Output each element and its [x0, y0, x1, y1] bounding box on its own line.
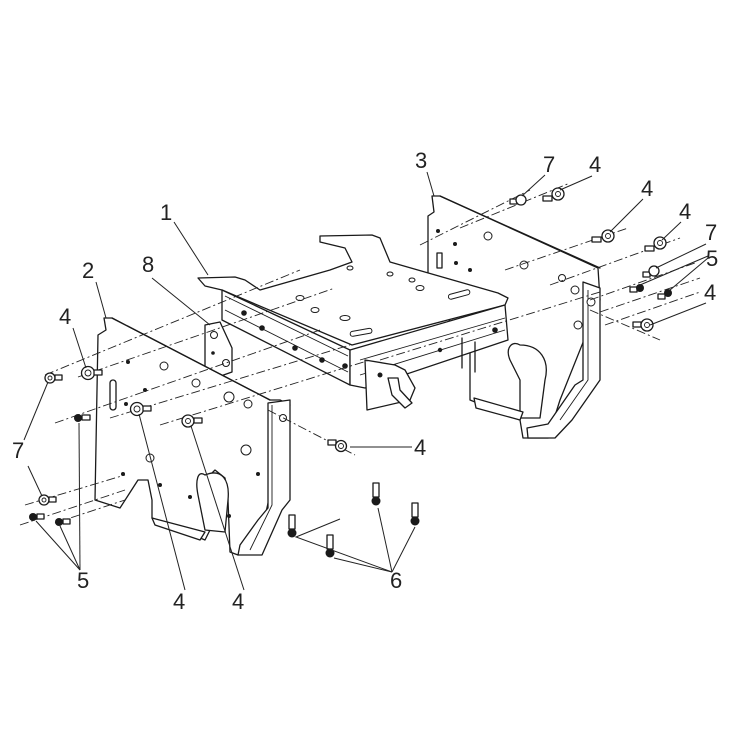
lock-nut-icon [38, 494, 57, 506]
lock-nut-icon [642, 265, 660, 278]
callout-6: 6 [390, 568, 402, 593]
callout-4: 4 [59, 304, 71, 329]
flange-nut-icon [80, 365, 103, 381]
callout-4: 4 [641, 176, 653, 201]
shoulder-bolt-icon [371, 482, 381, 506]
lock-nut-icon [509, 194, 527, 206]
callout-leaders [23, 171, 709, 591]
callout-7: 7 [543, 152, 555, 177]
flange-nut-icon [129, 401, 152, 417]
flange-nut-icon [181, 414, 203, 428]
callout-7: 7 [12, 438, 24, 463]
callout-4: 4 [173, 589, 185, 614]
callout-2: 2 [82, 258, 94, 283]
shoulder-bolt-icon [410, 502, 420, 526]
callout-4: 4 [704, 280, 716, 305]
flange-nut-icon [644, 236, 667, 252]
flange-nut-icon [591, 229, 615, 243]
flange-nut-icon [542, 187, 565, 202]
right-side-bracket [427, 195, 601, 439]
shoulder-bolt-icon [325, 534, 335, 558]
bolt-icon [657, 289, 672, 300]
bolt-icon [629, 284, 644, 293]
left-side-bracket [94, 317, 291, 556]
bolt-icon [55, 518, 71, 526]
callout-labels: 1 2 3 4 4 4 4 4 4 4 4 5 5 6 7 7 7 8 [12, 148, 718, 614]
shoulder-bolt-icon [287, 514, 297, 538]
callout-1: 1 [160, 200, 172, 225]
bolt-icon [74, 414, 91, 422]
lock-nut-icon [44, 372, 63, 384]
callout-7: 7 [705, 220, 717, 245]
callout-4: 4 [679, 199, 691, 224]
callout-4: 4 [589, 152, 601, 177]
callout-5: 5 [706, 246, 718, 271]
callout-4: 4 [232, 589, 244, 614]
callout-4: 4 [414, 435, 426, 460]
flange-nut-icon [632, 318, 654, 332]
bolt-icon [29, 513, 45, 521]
callout-5: 5 [77, 568, 89, 593]
callout-8: 8 [142, 252, 154, 277]
callout-3: 3 [415, 148, 427, 173]
flange-nut-icon [327, 439, 348, 453]
fasteners [29, 187, 672, 558]
center-frame [197, 234, 509, 411]
